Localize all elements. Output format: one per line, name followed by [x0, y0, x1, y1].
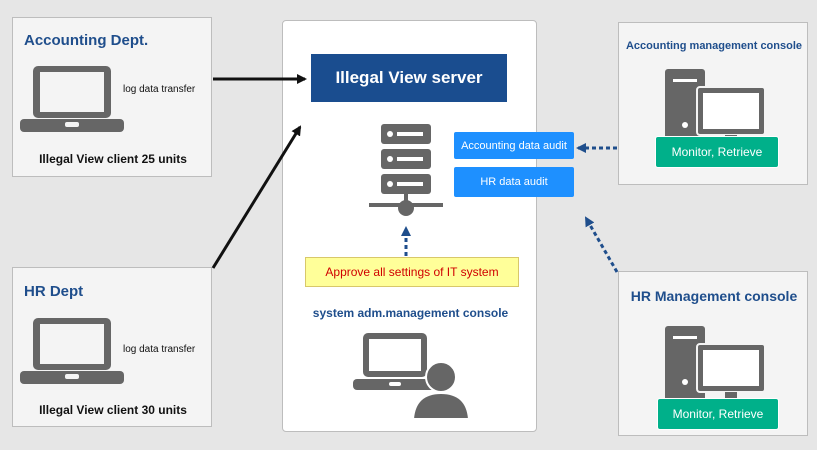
- server-title-banner: Illegal View server: [311, 54, 507, 102]
- server-stack-icon: [369, 124, 443, 216]
- hr-console-panel: HR Management console Monitor, Retrieve: [618, 271, 808, 436]
- accounting-monitor-retrieve-button[interactable]: Monitor, Retrieve: [655, 136, 779, 168]
- accounting-log-transfer-label: log data transfer: [123, 84, 196, 95]
- accounting-dept-title: Accounting Dept.: [24, 32, 149, 49]
- laptop-icon: [20, 318, 124, 384]
- accounting-client-count: Illegal View client 25 units: [39, 152, 187, 166]
- approve-settings-note: Approve all settings of IT system: [305, 257, 519, 287]
- laptop-icon: [20, 66, 124, 132]
- server-panel: Illegal View server Approve all settings…: [282, 20, 537, 432]
- admin-user-icon: [353, 333, 471, 419]
- hr-log-transfer-label: log data transfer: [123, 344, 196, 355]
- hr-client-count: Illegal View client 30 units: [39, 403, 187, 417]
- hr-dept-title: HR Dept: [24, 283, 84, 300]
- hr-console-title: HR Management console: [630, 288, 798, 304]
- accounting-dept-panel: Accounting Dept. log data transfer Illeg…: [12, 17, 212, 177]
- accounting-audit-button[interactable]: Accounting data audit: [454, 132, 574, 159]
- accounting-console-title: Accounting management console: [625, 40, 803, 52]
- hr-audit-button[interactable]: HR data audit: [454, 167, 574, 197]
- hr-console-to-audit-arrow: [584, 216, 619, 273]
- hr-dept-panel: HR Dept log data transfer Illegal View c…: [12, 267, 212, 427]
- admin-console-title: system adm.management console: [312, 306, 509, 320]
- desktop-computer-icon: [665, 326, 766, 404]
- accounting-console-panel: Accounting management console Monitor, R…: [618, 22, 808, 185]
- hr-monitor-retrieve-button[interactable]: Monitor, Retrieve: [657, 398, 779, 430]
- desktop-computer-icon: [665, 69, 766, 147]
